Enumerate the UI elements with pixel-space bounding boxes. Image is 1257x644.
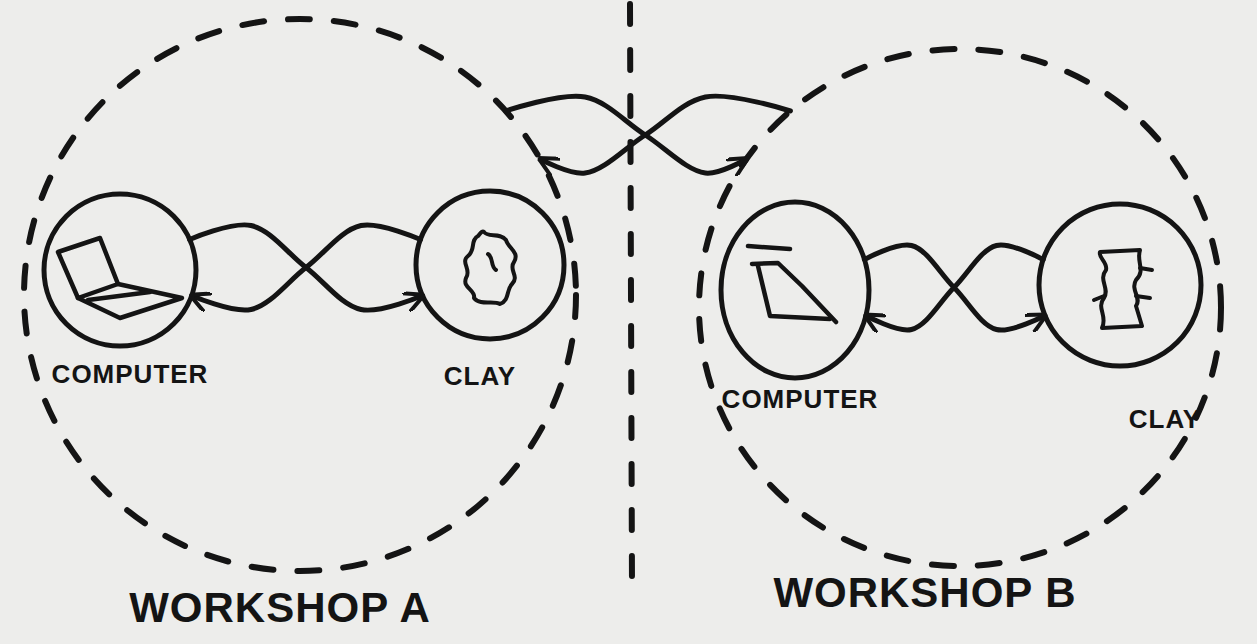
tool-circle: COMPUTER (717, 198, 873, 382)
dashed-ellipse (24, 19, 576, 571)
solid-circle (1039, 204, 1201, 366)
node-outline (20, 15, 580, 575)
divider-line (630, 4, 632, 588)
tool-label: CLAY (1105, 405, 1225, 434)
node-outline (695, 45, 1225, 570)
tool-label: COMPUTER (700, 385, 900, 414)
loop-stroke (540, 96, 790, 173)
laptop-base (758, 266, 830, 319)
tool-label: CLAY (420, 362, 540, 391)
workshop-area: WORKSHOP ACOMPUTERCLAY (20, 15, 580, 575)
loop-stroke (192, 225, 421, 310)
workshop-title: WORKSHOP B (695, 570, 1155, 616)
node-outline (1035, 200, 1205, 370)
node-label-box: WORKSHOP B (695, 570, 1155, 616)
solid-circle (721, 202, 869, 378)
clay-sketch (465, 231, 516, 304)
workshop-area: WORKSHOP BCOMPUTERCLAY (695, 45, 1225, 570)
clay-sketch (1094, 250, 1152, 328)
node-label-box: CLAY (420, 362, 540, 391)
tool-label: COMPUTER (30, 360, 230, 389)
loop-stroke (190, 225, 423, 310)
clay-ticks (1094, 268, 1152, 300)
clay-lump (465, 231, 516, 304)
laptop-base (78, 284, 182, 318)
node-label-box: CLAY (1105, 405, 1225, 434)
tool-circle: COMPUTER (40, 190, 200, 350)
loop-stroke (506, 96, 747, 173)
solid-circle (44, 194, 196, 346)
laptop-hinge (752, 263, 836, 322)
workshop-title: WORKSHOP A (50, 585, 510, 631)
solid-circle (416, 191, 564, 339)
laptop-screen (748, 246, 790, 249)
clay-lump (1100, 250, 1142, 328)
node-label-box: COMPUTER (30, 360, 230, 389)
laptop-screen (58, 238, 118, 298)
node-outline (40, 190, 200, 350)
laptop-keys (88, 292, 150, 300)
laptop-sketch (748, 246, 836, 322)
tool-circle: CLAY (1035, 200, 1205, 370)
loop-stroke (866, 245, 1043, 330)
node-label-box: COMPUTER (700, 385, 900, 414)
laptop-sketch (58, 238, 182, 318)
tool-circle: CLAY (412, 187, 568, 343)
clay-crease (488, 254, 496, 270)
node-outline (717, 198, 873, 382)
loop-stroke (864, 245, 1045, 330)
feedback-loop (190, 225, 423, 310)
feedback-loop (864, 245, 1045, 330)
node-outline (412, 187, 568, 343)
dashed-ellipse (699, 49, 1221, 566)
node-label-box: WORKSHOP A (50, 585, 510, 631)
